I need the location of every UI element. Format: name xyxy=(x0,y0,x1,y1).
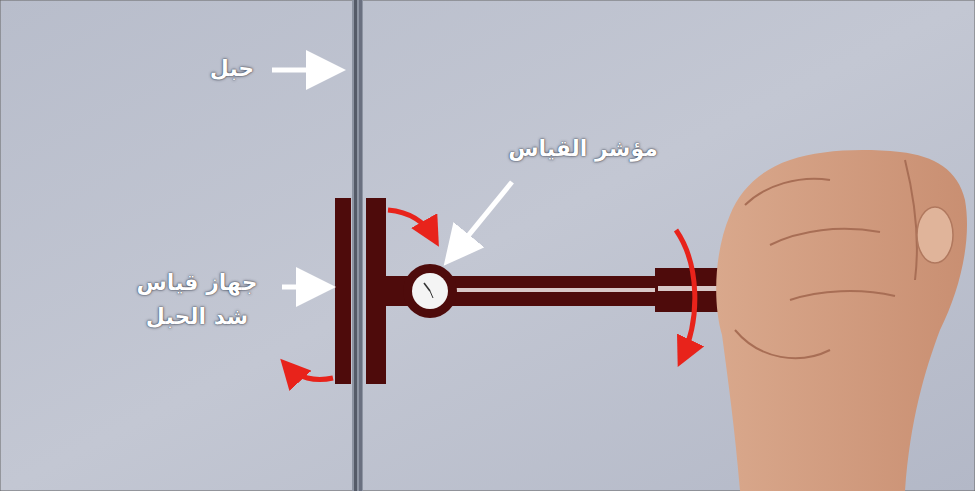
hand xyxy=(716,150,967,491)
part-label: مؤشر القياس xyxy=(478,132,688,166)
leader-arrow xyxy=(282,285,326,290)
leader-arrow xyxy=(450,182,512,258)
rotation-arrow xyxy=(388,210,434,238)
rotation-arrow xyxy=(287,366,333,380)
part-label: حبل xyxy=(195,52,269,86)
leader-arrow xyxy=(272,68,336,73)
part-label: جهاز قياس شد الحبل xyxy=(122,266,272,334)
rotation-arrow xyxy=(676,230,695,358)
rope xyxy=(352,0,363,491)
